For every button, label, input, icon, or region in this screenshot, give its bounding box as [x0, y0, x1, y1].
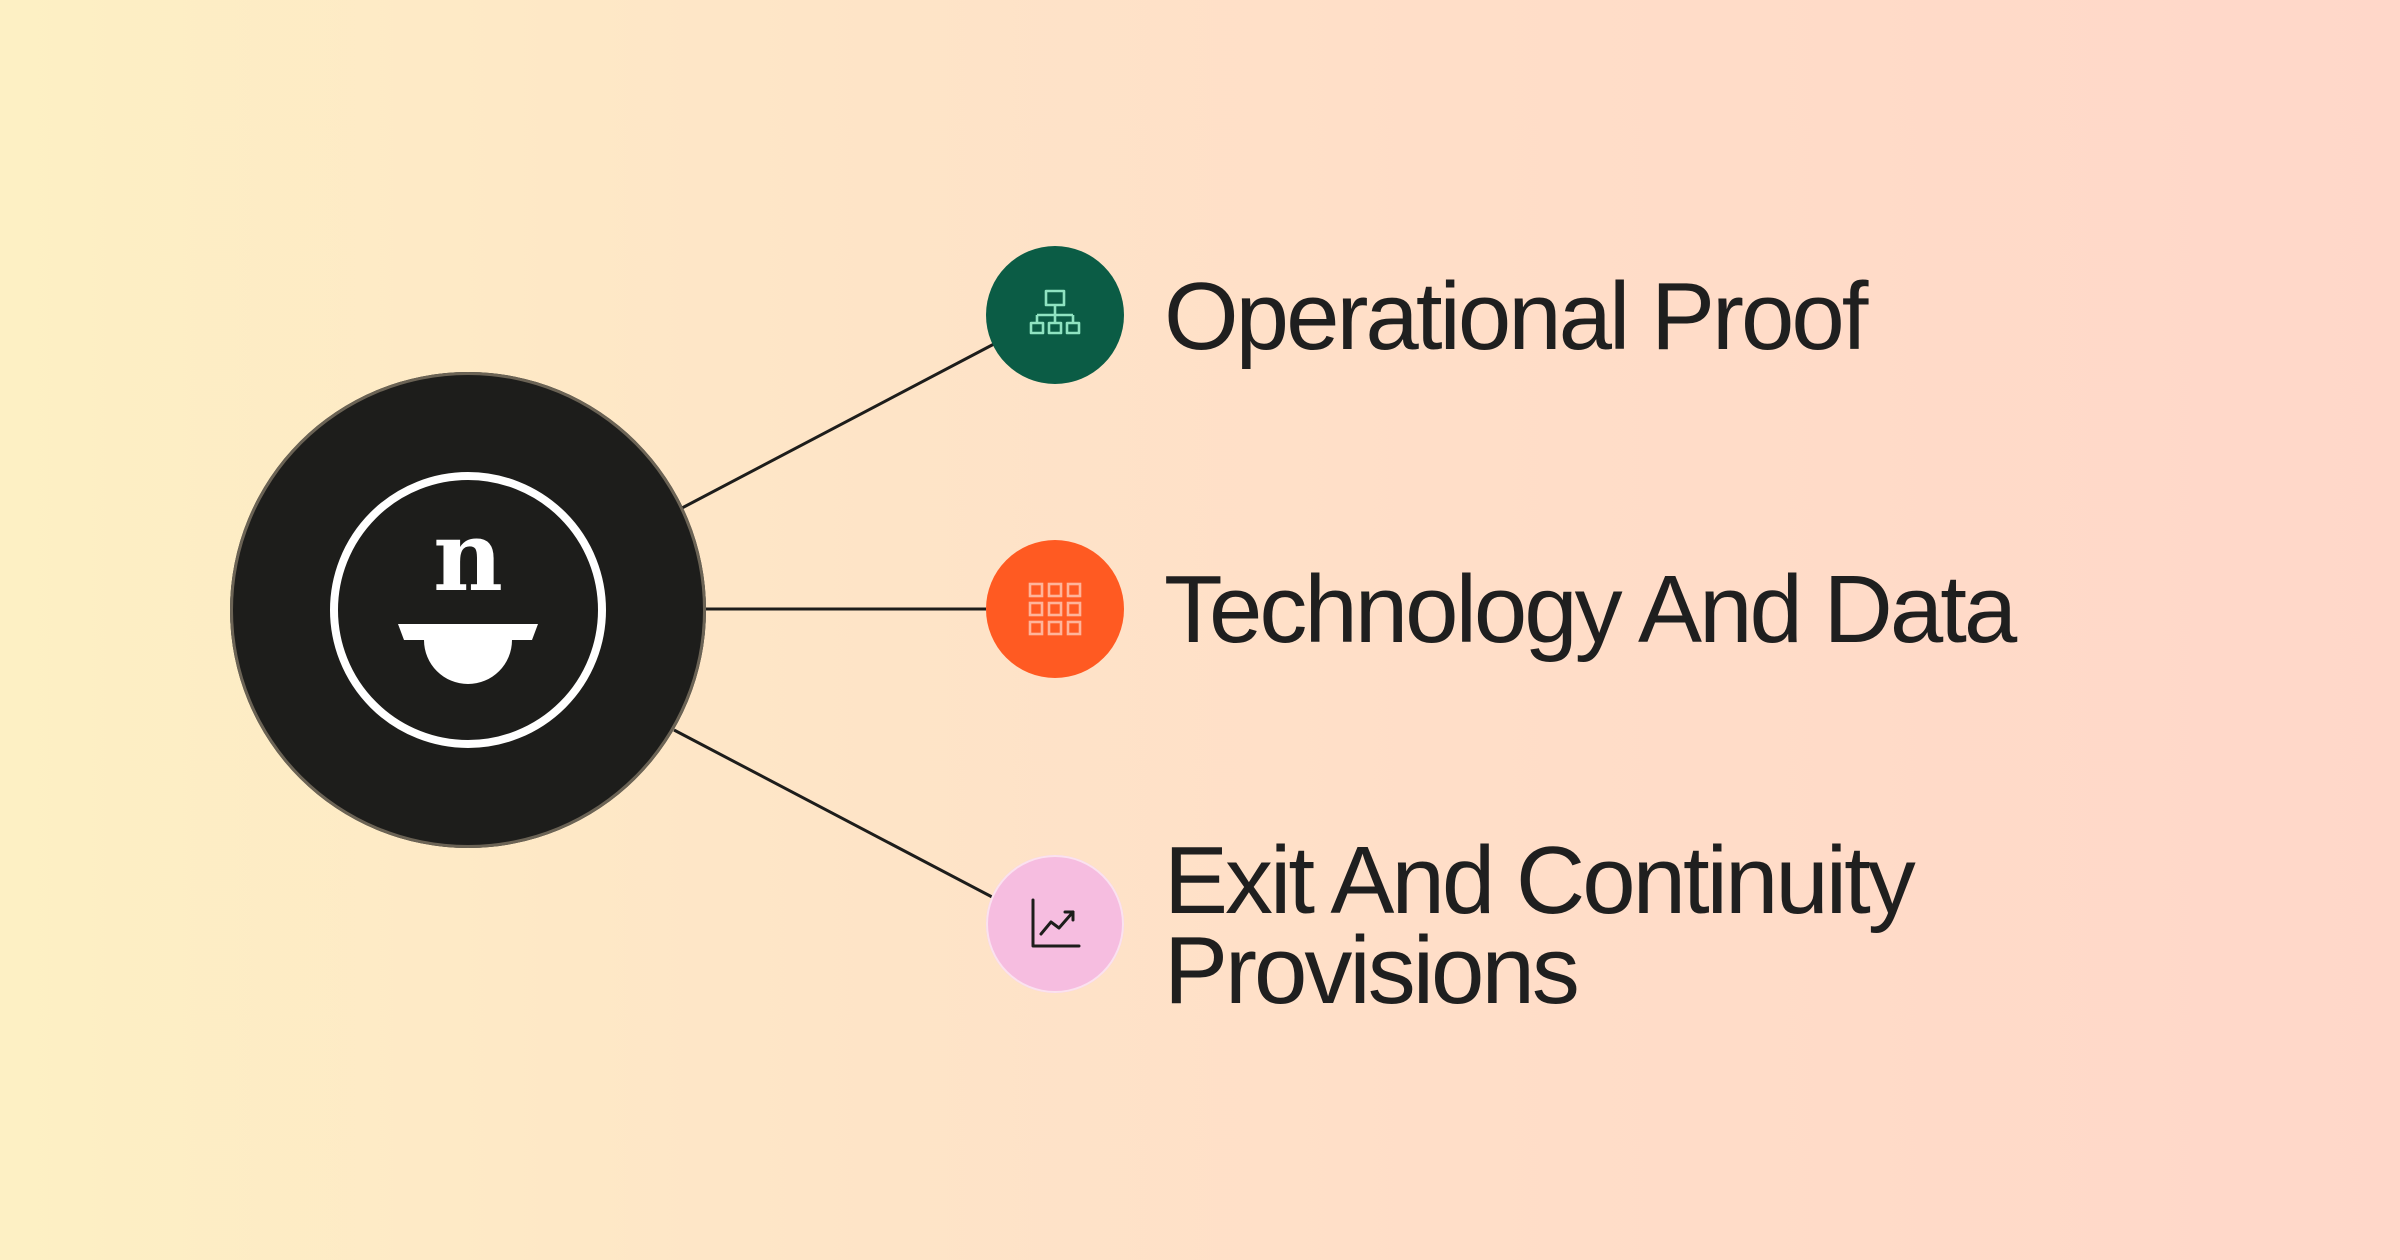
exit-and-continuity-icon-badge	[986, 855, 1124, 993]
connector-operational-proof	[681, 342, 995, 510]
exit-and-continuity-label: Exit And Continuity Provisions	[1164, 827, 1916, 1024]
hub-logo-circle: n	[230, 372, 706, 848]
line-chart-icon	[1031, 898, 1081, 948]
grid-icon	[1028, 582, 1082, 636]
logo-letter: n	[433, 500, 503, 613]
exit-and-continuity-label-line2: Provisions	[1164, 917, 1580, 1024]
technology-and-data-label: Technology And Data	[1164, 556, 2017, 663]
operational-proof-icon-badge	[986, 246, 1124, 384]
operational-proof-label: Operational Proof	[1164, 263, 1868, 370]
exit-and-continuity-label-line1: Exit And Continuity	[1164, 827, 1916, 934]
technology-and-data-icon-badge	[986, 540, 1124, 678]
connector-exit-and-continuity	[673, 728, 995, 900]
smiley-n-logo-icon: n	[330, 472, 606, 748]
org-chart-icon	[1029, 289, 1081, 335]
